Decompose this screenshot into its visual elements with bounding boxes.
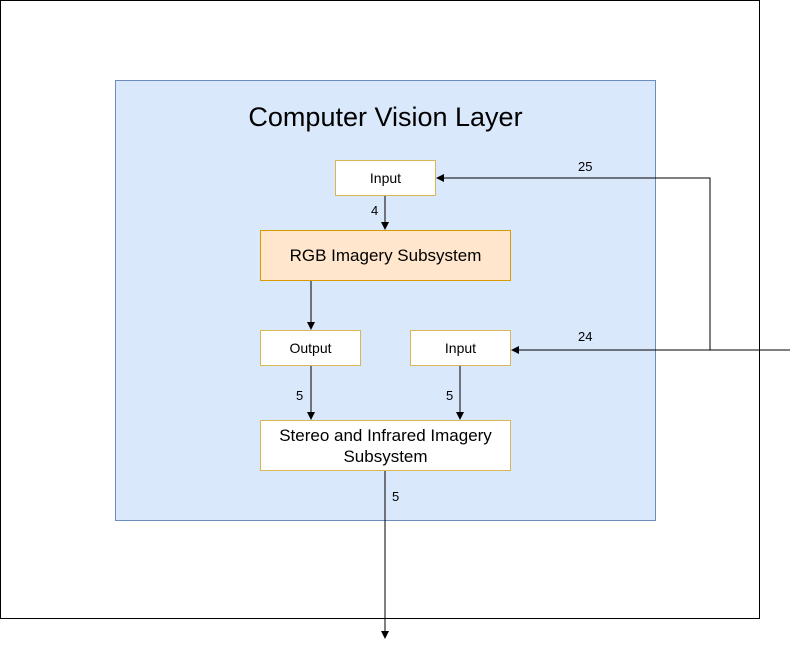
outer-frame <box>0 0 760 619</box>
edge-label-5-output: 5 <box>296 388 304 403</box>
input-top-label: Input <box>369 170 402 186</box>
edge-label-4: 4 <box>371 203 379 218</box>
rgb-imagery-subsystem-node[interactable]: RGB Imagery Subsystem <box>260 230 511 281</box>
edge-external-to-input-top <box>436 174 711 350</box>
output-label: Output <box>289 340 332 356</box>
stereo-infrared-subsystem-label: Stereo and Infrared Imagery Subsystem <box>279 425 492 466</box>
edge-label-25: 25 <box>578 159 593 174</box>
edge-label-5-input: 5 <box>446 388 454 403</box>
edge-label-24: 24 <box>578 329 593 344</box>
layer-title: Computer Vision Layer <box>248 102 523 132</box>
input-right-label: Input <box>444 340 477 356</box>
edge-label-5-stereo: 5 <box>392 489 400 504</box>
output-node[interactable]: Output <box>260 330 361 366</box>
stereo-infrared-subsystem-node[interactable]: Stereo and Infrared Imagery Subsystem <box>260 420 511 471</box>
rgb-imagery-subsystem-label: RGB Imagery Subsystem <box>289 245 482 265</box>
input-right-node[interactable]: Input <box>410 330 511 366</box>
input-top-node[interactable]: Input <box>335 160 436 196</box>
